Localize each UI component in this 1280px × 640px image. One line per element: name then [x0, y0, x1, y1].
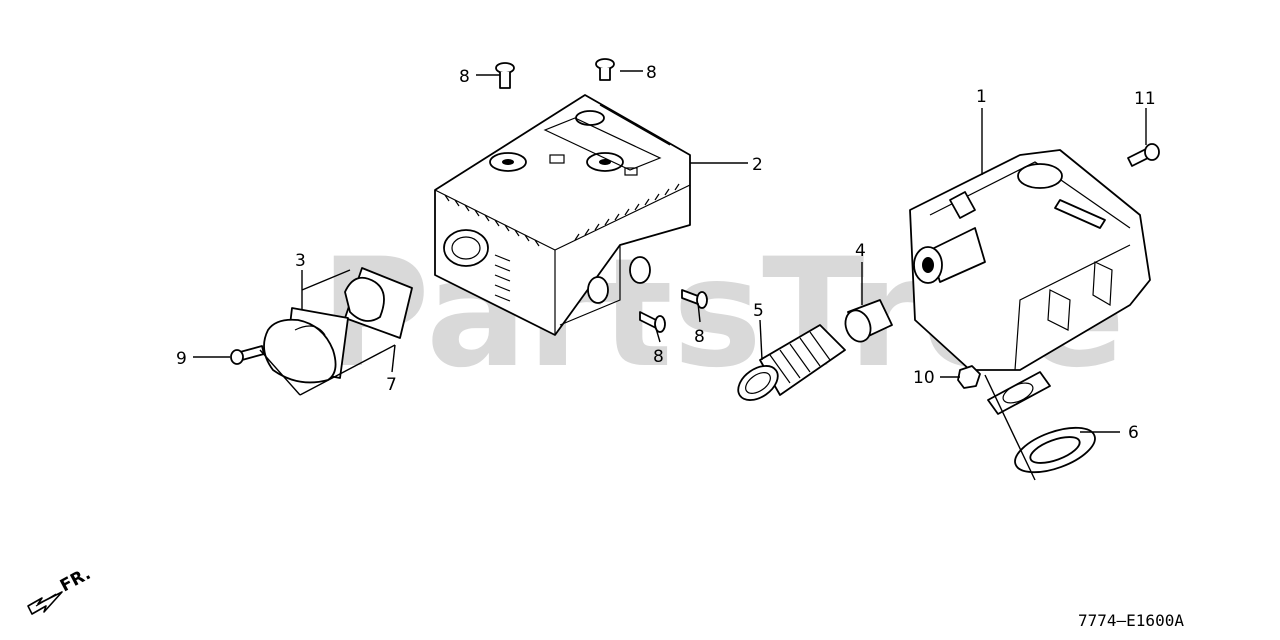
callout-10: 10 [913, 368, 935, 388]
callout-8-top-left: 8 [459, 67, 470, 87]
collar-part-4[interactable] [841, 299, 893, 345]
callout-7: 7 [386, 375, 397, 395]
exhaust-pipe-part-3[interactable] [263, 307, 349, 384]
callout-5: 5 [753, 301, 764, 321]
gasket-part-6[interactable] [1009, 419, 1100, 482]
exhaust-gasket-part-7[interactable] [344, 267, 413, 339]
callout-8-top-right: 8 [646, 63, 657, 83]
muffler-part-1[interactable] [909, 149, 1151, 415]
callout-1: 1 [976, 87, 987, 107]
callout-3: 3 [295, 251, 306, 271]
callout-11: 11 [1134, 89, 1156, 109]
front-indicator: FR. [27, 564, 94, 615]
bolt-part-9[interactable] [230, 345, 265, 365]
callout-labels: 1 2 3 4 5 6 7 8 8 8 8 9 10 11 [176, 63, 1156, 443]
callout-8-low: 8 [653, 347, 664, 367]
muffler-protector-part[interactable] [434, 94, 691, 336]
spark-arrester-part-5[interactable] [732, 324, 846, 407]
nut-part-10[interactable] [957, 365, 981, 389]
callout-4: 4 [855, 241, 866, 261]
bolt-part-11[interactable] [1127, 143, 1160, 167]
callout-6: 6 [1128, 423, 1139, 443]
callout-2: 2 [752, 155, 763, 175]
bolt-8-top-left[interactable] [495, 62, 515, 89]
callout-8-mid: 8 [694, 327, 705, 347]
bolt-8-top-right[interactable] [595, 58, 615, 81]
leader-lines [193, 70, 1147, 481]
callout-9: 9 [176, 349, 187, 369]
arrow-down-left-icon [27, 591, 63, 615]
figure-code: 7774—E1600A [1078, 611, 1184, 630]
